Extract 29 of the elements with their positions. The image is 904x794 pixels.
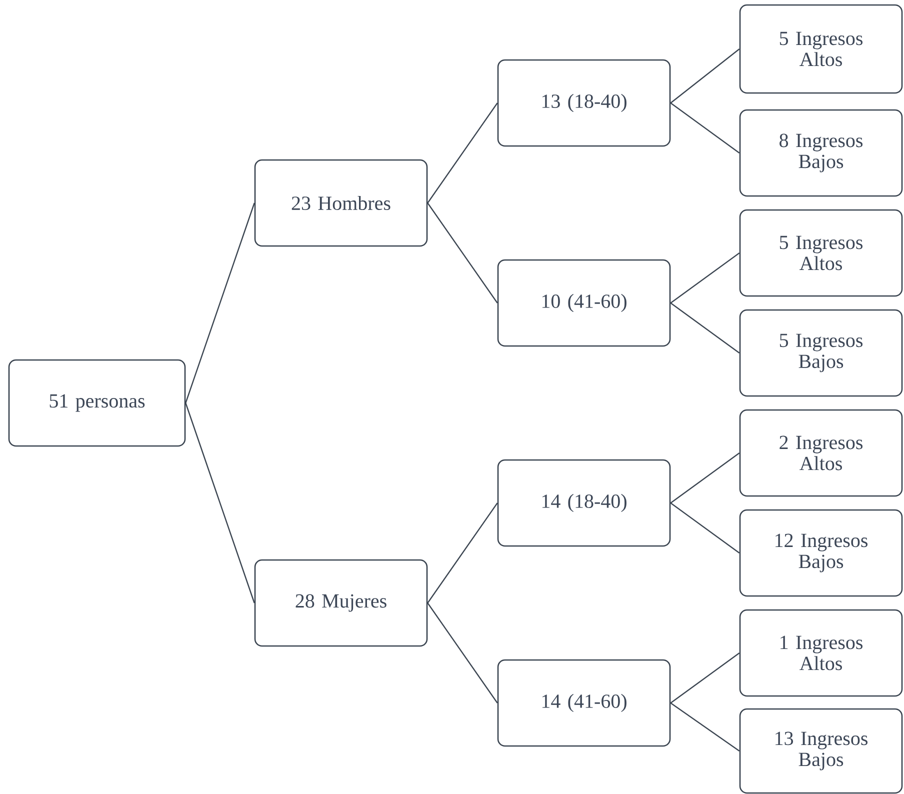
connector-line [670,652,740,704]
leaf-box: 12 Ingresos Bajos [739,509,903,597]
age-box: 10 (41-60) [497,259,671,347]
group-box: 23 Hombres [254,159,428,247]
connector-line [185,402,255,604]
age-box: 14 (41-60) [497,659,671,747]
leaf-box: 13 Ingresos Bajos [739,708,903,794]
leaf-box: 2 Ingresos Altos [739,409,903,497]
connector-line [185,202,255,404]
connector-line [670,702,740,752]
connector-line [670,302,740,354]
connector-line [670,102,740,154]
age-box: 14 (18-40) [497,459,671,547]
connector-line [427,202,498,304]
connector-line [427,102,498,204]
leaf-box: 1 Ingresos Altos [739,609,903,697]
leaf-box: 5 Ingresos Altos [739,209,903,297]
connector-line [670,452,740,504]
connector-line [670,502,740,554]
leaf-box: 5 Ingresos Bajos [739,309,903,397]
age-box: 13 (18-40) [497,59,671,147]
connector-line [427,602,498,704]
root-box: 51 personas [8,359,186,447]
leaf-box: 5 Ingresos Altos [739,4,903,94]
group-box: 28 Mujeres [254,559,428,647]
connector-line [427,502,498,604]
connector-line [670,48,740,104]
leaf-box: 8 Ingresos Bajos [739,109,903,197]
connector-line [670,252,740,304]
